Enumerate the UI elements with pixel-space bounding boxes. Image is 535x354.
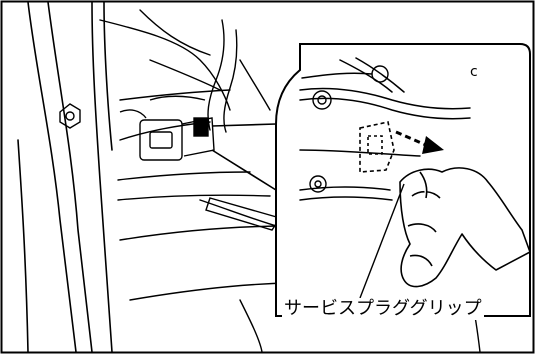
label-leader-line xyxy=(359,183,405,299)
inset-fasteners: c xyxy=(309,64,478,193)
hand xyxy=(399,167,531,288)
service-plug-housing xyxy=(119,95,215,161)
svg-text:c: c xyxy=(470,64,478,80)
pillar-bolt-icon xyxy=(59,103,81,129)
zoom-inset: c xyxy=(275,43,531,317)
high-voltage-cables xyxy=(207,19,271,133)
pull-direction-arrow-icon xyxy=(395,130,444,154)
door-pillar xyxy=(17,1,113,353)
service-plug xyxy=(359,121,395,173)
zoom-leader-lines xyxy=(211,123,277,191)
service-plug-grip-label: サービスプラググリップ xyxy=(282,298,484,320)
